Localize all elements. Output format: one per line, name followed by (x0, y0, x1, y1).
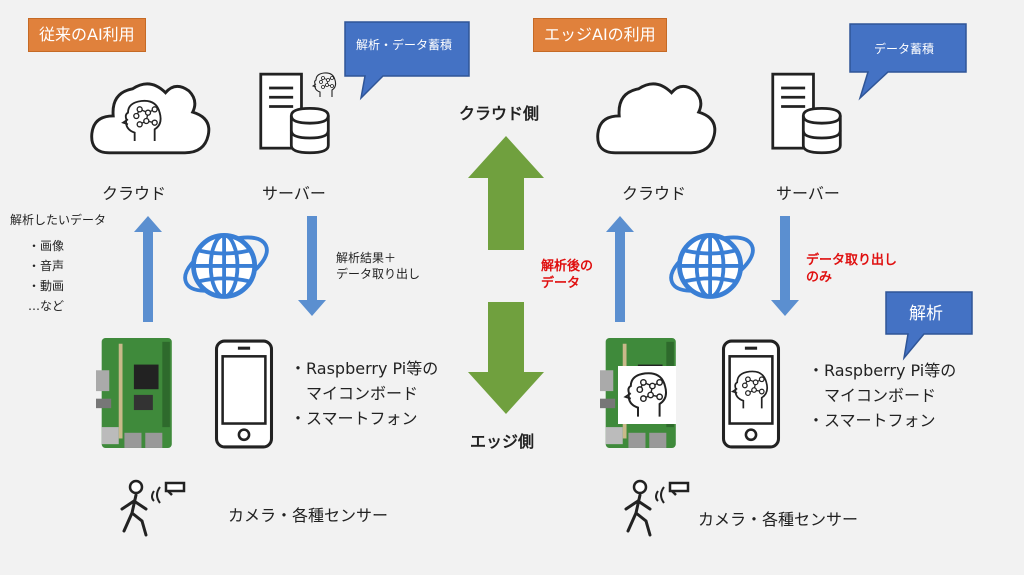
server-icon (771, 72, 842, 155)
person-walking-icon (120, 479, 186, 537)
red-line: データ取り出し (806, 253, 898, 268)
result-line: 解析結果＋ (336, 251, 397, 265)
result-text: 解析結果＋ データ取り出し (336, 250, 420, 282)
sensor-label: カメラ・各種センサー (228, 506, 389, 525)
person-walking-icon (624, 479, 690, 537)
section-tag-conventional: 従来のAI利用 (28, 18, 146, 52)
device-line: マイコンボード (290, 384, 419, 403)
red-line: 解析後の (541, 259, 594, 274)
globe-icon (178, 222, 274, 308)
analyzed-data-label: 解析後の データ (541, 258, 593, 292)
green-down-arrow (468, 302, 544, 414)
cloud-side-label: クラウド側 (459, 104, 540, 123)
brain-icon (618, 366, 676, 424)
cloud-icon (596, 82, 717, 155)
data-item: ・動画 (28, 279, 65, 293)
data-item: …など (28, 299, 65, 313)
cloud-label: クラウド (622, 184, 687, 203)
server-label: サーバー (262, 184, 326, 203)
green-up-arrow (468, 136, 544, 250)
bubble-text-analysis: 解析 (909, 304, 943, 324)
server-label: サーバー (776, 184, 840, 203)
down-arrow (298, 216, 326, 316)
data-list: ・画像 ・音声 ・動画 …など (28, 236, 64, 316)
brain-icon (312, 72, 337, 98)
raspberry-pi-icon (96, 338, 172, 448)
edge-side-label: エッジ側 (470, 432, 535, 451)
data-title: 解析したいデータ (10, 213, 107, 227)
section-tag-edge-ai: エッジAIの利用 (533, 18, 667, 52)
device-line: ・Raspberry Pi等の (290, 359, 439, 378)
red-line: のみ (806, 270, 833, 285)
device-list: ・Raspberry Pi等の マイコンボード ・スマートフォン (808, 358, 956, 433)
globe-icon (664, 222, 760, 308)
bubble-text-data-storage: データ蓄積 (874, 42, 935, 56)
up-arrow (134, 216, 162, 322)
smartphone-icon (214, 339, 274, 449)
device-list: ・Raspberry Pi等の マイコンボード ・スマートフォン (290, 356, 438, 431)
result-line: データ取り出し (336, 267, 421, 281)
data-item: ・音声 (28, 259, 65, 273)
data-retrieval-label: データ取り出し のみ (806, 252, 897, 286)
speech-bubble (849, 23, 967, 101)
device-line: ・Raspberry Pi等の (808, 361, 957, 380)
cloud-label: クラウド (102, 184, 167, 203)
device-line: ・スマートフォン (290, 409, 418, 428)
device-line: ・スマートフォン (808, 411, 936, 430)
red-line: データ (541, 276, 581, 291)
speech-bubble (344, 21, 470, 101)
device-line: マイコンボード (808, 386, 937, 405)
data-item: ・画像 (28, 239, 65, 253)
down-arrow (771, 216, 799, 316)
speech-bubble (885, 291, 973, 361)
sensor-label: カメラ・各種センサー (698, 510, 859, 529)
up-arrow (606, 216, 634, 322)
brain-icon (731, 370, 769, 410)
bubble-text-analysis-storage: 解析・データ蓄積 (356, 38, 453, 52)
brain-icon (122, 99, 162, 142)
